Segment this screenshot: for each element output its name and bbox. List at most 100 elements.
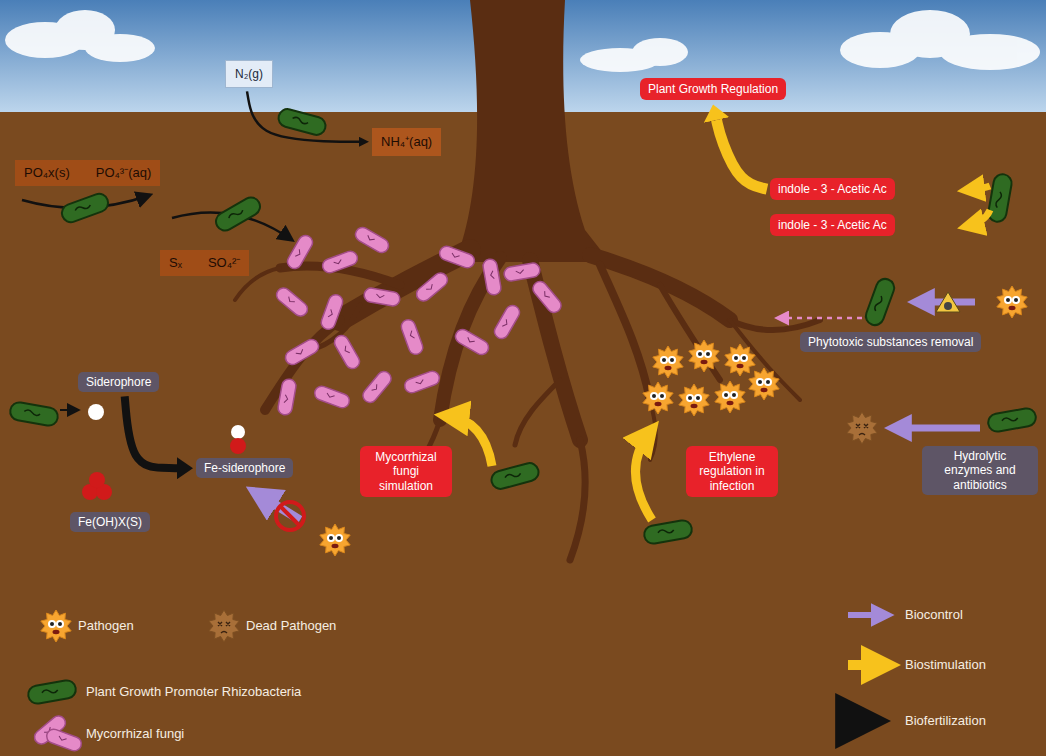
legend-label: Pathogen (78, 618, 134, 633)
process-label: Hydrolytic enzymes and antibiotics (922, 446, 1038, 495)
legend-label: Mycorrhizal fungi (86, 726, 184, 741)
legend-label: Biofertilization (905, 713, 986, 728)
fungi-cluster (403, 369, 442, 394)
node-text: N₂(g) (235, 67, 263, 81)
biostimulation-arrows (448, 416, 652, 520)
fungi-cluster (353, 225, 391, 255)
legend-label: Dead Pathogen (246, 618, 336, 633)
legend-icons (848, 660, 885, 670)
legend-icons (848, 612, 885, 618)
biocontrol-row (780, 286, 1027, 444)
node-text: PO₄³⁻(aq) (96, 165, 152, 181)
bacteria (213, 194, 264, 234)
bacteria (489, 461, 540, 491)
siderophore-icons (231, 425, 245, 439)
biofertilization-arrows (60, 409, 78, 411)
legend-icons (41, 610, 71, 642)
siderophore-icons (320, 524, 350, 556)
chemical-band: PO₄x(s) PO₄³⁻(aq) (15, 160, 160, 186)
molecule-label: Siderophore (78, 372, 159, 392)
fungi-cluster (503, 262, 541, 282)
fungi-cluster (274, 225, 564, 416)
gas-box: N₂(g) (225, 60, 273, 88)
molecule-label: Fe-siderophore (196, 458, 293, 478)
fungi-cluster (363, 287, 401, 307)
cloud (940, 34, 1040, 70)
node-text: Ethylene regulation in infection (694, 450, 770, 493)
siderophore-icons (280, 506, 300, 526)
chemical-box: NH₄⁺(aq) (372, 128, 441, 156)
iron-hydroxide (82, 472, 112, 500)
fungi-cluster (492, 303, 522, 341)
indole-arrows (968, 210, 990, 226)
legend-label: Plant Growth Promoter Rhizobacteria (86, 684, 301, 699)
legend-label: Biocontrol (905, 607, 963, 622)
node-text: SO₄²⁻ (208, 255, 240, 271)
tree (600, 265, 650, 400)
biocontrol-row (895, 425, 980, 432)
node-text: Mycorrhizal fungi simulation (368, 450, 444, 493)
indole-arrows (968, 186, 990, 226)
legend-entry: Biofertilization (905, 713, 986, 728)
process-label: Phytotoxic substances removal (800, 332, 981, 352)
node-text: Fe-siderophore (204, 461, 285, 475)
legend-entry: Biostimulation (905, 657, 986, 672)
node-text: Plant Growth Regulation (648, 82, 778, 96)
biocontrol-row (997, 286, 1027, 318)
siderophore-icons (82, 404, 350, 556)
tree (570, 440, 585, 560)
bacteria (276, 107, 327, 137)
biocontrol-row (780, 317, 862, 320)
chemical-band: Sₓ SO₄²⁻ (160, 250, 249, 276)
fungi-cluster (482, 258, 502, 296)
node-text: Fe(OH)X(S) (78, 515, 142, 529)
connector-arrow (717, 120, 767, 189)
node-text: Hydrolytic enzymes and antibiotics (930, 449, 1030, 492)
fungi-cluster (332, 333, 362, 371)
bacteria (863, 276, 896, 327)
legend-entry: Mycorrhizal fungi (86, 726, 184, 741)
process-label: Plant Growth Regulation (640, 78, 786, 100)
biofertilization-arrows (22, 195, 292, 410)
biocontrol-row (847, 412, 877, 444)
process-label: Ethylene regulation in infection (686, 446, 778, 497)
node-text: Sₓ (169, 255, 182, 271)
cloud (632, 38, 688, 66)
bacteria (987, 407, 1037, 433)
tree (530, 260, 580, 440)
tree (730, 320, 820, 330)
siderophore-icons (276, 502, 304, 530)
legend-icons (45, 727, 84, 752)
fungi-cluster (438, 244, 477, 269)
pathogen-cluster (749, 368, 779, 400)
biostimulation-arrows (635, 432, 652, 520)
tree (235, 0, 820, 560)
node-text: PO₄x(s) (24, 165, 70, 181)
pathogen-cluster (643, 382, 673, 414)
pathogen-cluster (643, 340, 779, 416)
legend-entry: Pathogen (78, 618, 134, 633)
legend-icons (27, 610, 885, 753)
connector-arrow (247, 91, 359, 141)
connector-arrow (125, 396, 177, 468)
cloud (85, 34, 155, 62)
bacteria (9, 107, 1037, 545)
pathogen-cluster (679, 384, 709, 416)
fungi-cluster (313, 384, 352, 409)
node-text: NH₄⁺(aq) (381, 134, 432, 150)
iron-hydroxide (89, 472, 105, 488)
bacteria (643, 519, 693, 545)
bacteria (59, 191, 110, 224)
tree (515, 380, 560, 445)
bacteria (9, 401, 59, 427)
pathogen-cluster (725, 344, 755, 376)
node-text: indole - 3 - Acetic Ac (778, 218, 887, 232)
legend-icons (209, 610, 239, 642)
legend-label: Biostimulation (905, 657, 986, 672)
indole-arrows (968, 186, 990, 190)
molecule-label: Fe(OH)X(S) (70, 512, 150, 532)
